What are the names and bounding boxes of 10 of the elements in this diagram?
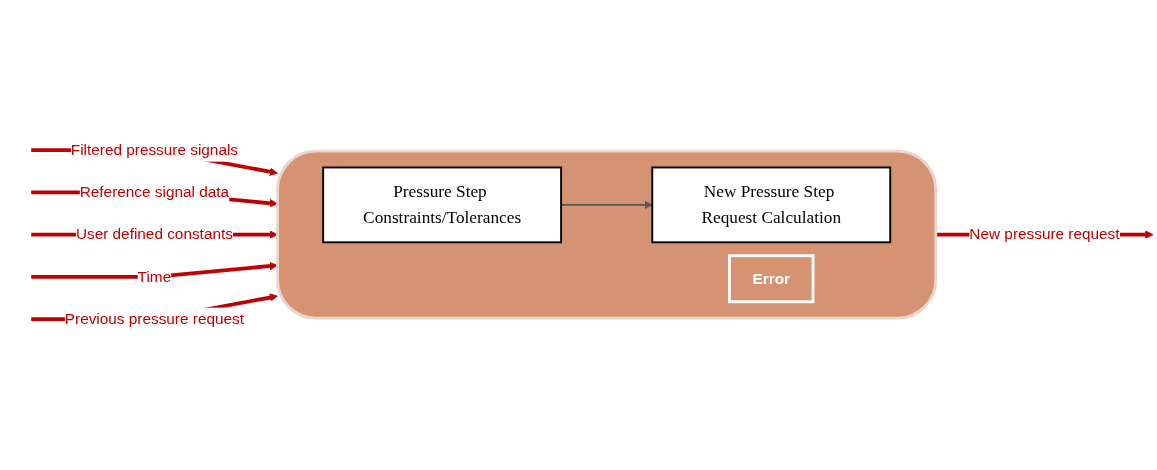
edge-label: Filtered pressure signals: [70, 141, 239, 159]
node-box: New Pressure Step Request Calculation: [651, 166, 892, 244]
edge-label: Reference signal data: [79, 184, 230, 201]
edge-label: New pressure request: [969, 226, 1120, 243]
edge-label: Previous pressure request: [64, 310, 244, 328]
edge-label: User defined constants: [75, 226, 233, 243]
node-box: Error: [728, 254, 815, 304]
edge-label: Time: [137, 268, 172, 285]
node-box: Pressure Step Constraints/Tolerances: [322, 166, 563, 244]
cluster: [276, 150, 938, 320]
